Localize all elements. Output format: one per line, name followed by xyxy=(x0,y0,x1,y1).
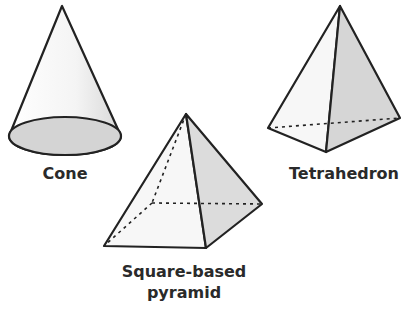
cone-figure xyxy=(9,6,121,155)
shape-label: Cone xyxy=(5,164,125,185)
shape-label: Square-based pyramid xyxy=(114,262,254,304)
tetrahedron-figure xyxy=(268,6,400,152)
label-text: Tetrahedron xyxy=(279,164,409,185)
label-text: Cone xyxy=(5,164,125,185)
pyramid-figure xyxy=(104,114,262,248)
label-text: Square-based pyramid xyxy=(114,262,254,304)
shape-label: Tetrahedron xyxy=(279,164,409,185)
